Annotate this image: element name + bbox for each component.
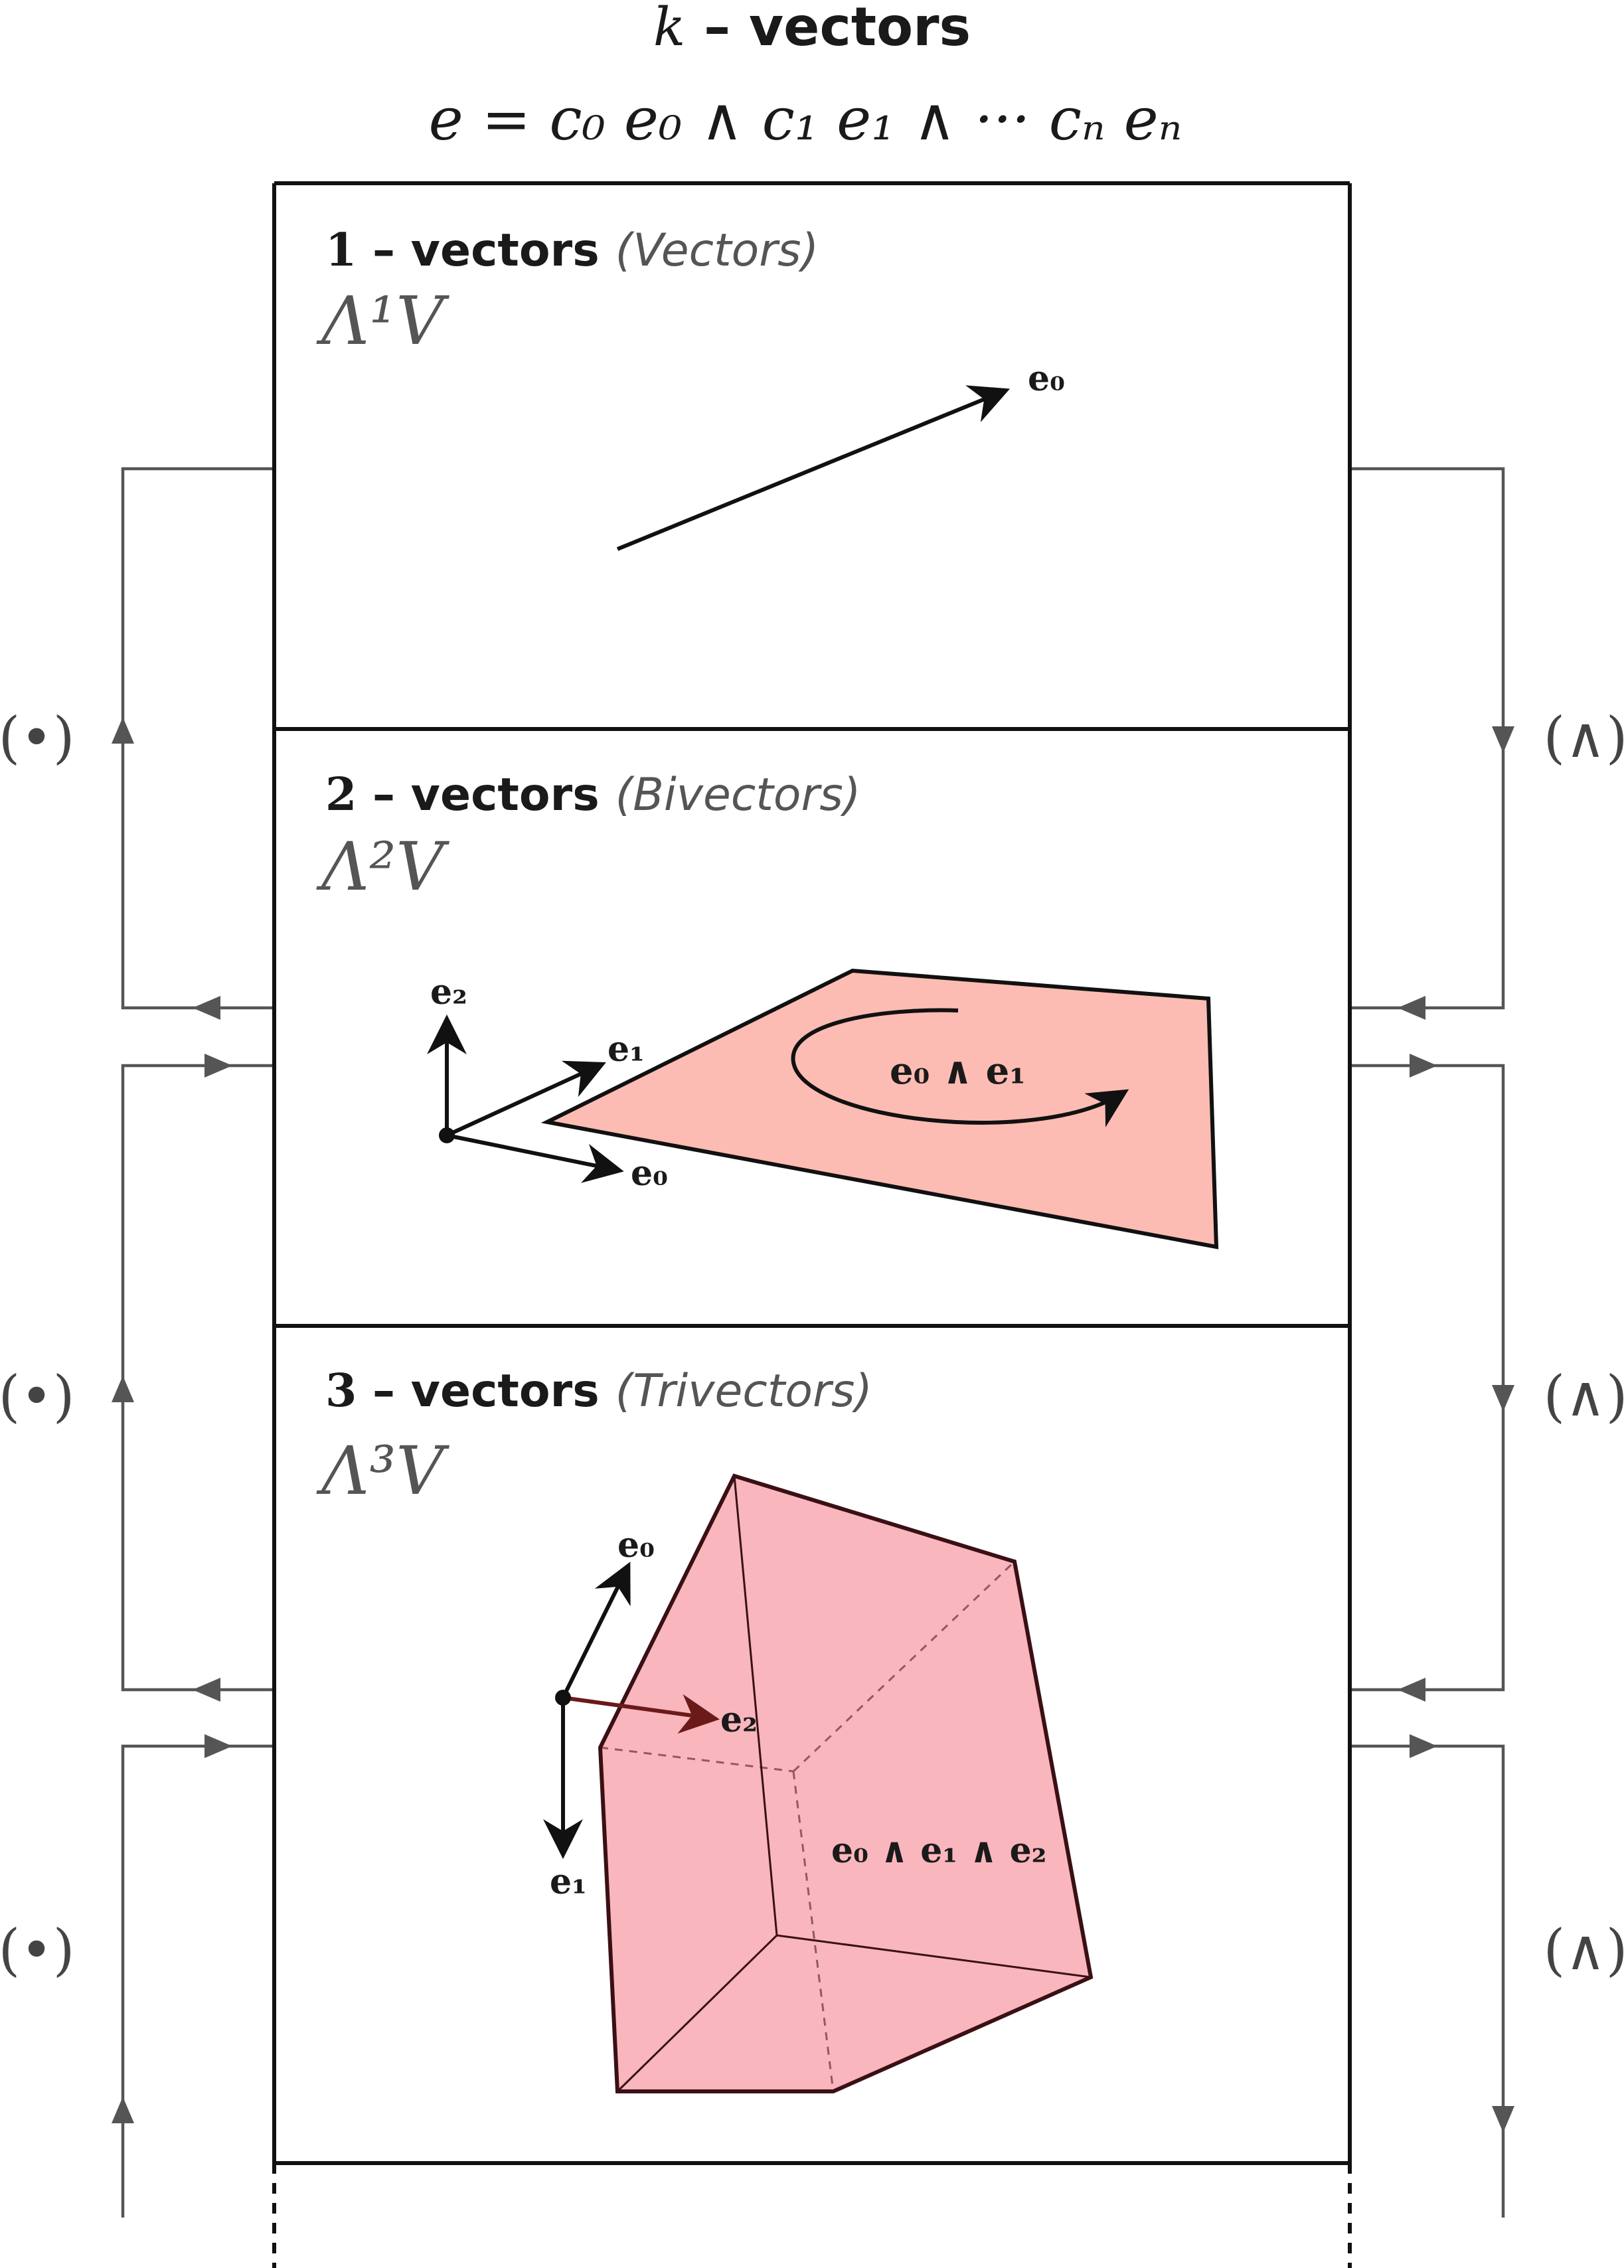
left-operator-label-1: (•) [0,705,75,770]
panel-1-space: Λ¹V [316,282,449,360]
panel-3-grade: 3 [325,1364,357,1418]
header-title-rest: – vectors [685,0,971,58]
trivector-volume [598,1473,1094,2093]
grade-stack-box [272,181,1352,2268]
header-title: k – vectors [653,0,971,58]
panel-3-heading: 3 – vectors (Trivectors) [325,1364,872,1418]
panel-3-space: Λ³V [316,1432,449,1510]
header-title-k: k [653,0,685,58]
panel-3-e0-arrow [561,1562,631,1699]
panel-2-origin-point [439,1127,455,1143]
right-flow-left-arrow-2 [1398,1678,1425,1702]
left-flow-left-arrow-2 [193,1678,220,1702]
panel-1-e0-label: e₀ [1028,359,1065,399]
right-flow-network [1350,467,1514,2218]
panel-2-bivectors: 2 – vectors (Bivectors) Λ²V e₀ ∧ e₁ e₂ e₁… [316,768,1219,1250]
left-operator-label-2: (•) [0,1364,75,1429]
panel-3-name: (Trivectors) [615,1365,872,1418]
panel-2-e0-arrow [446,1133,624,1183]
left-operator-label-3: (•) [0,1917,75,1983]
panel-3-trivectors: 3 – vectors (Trivectors) Λ³V e₀ ∧ e₁ ∧ e₂… [316,1364,1094,2093]
panel-1-e0-arrow [616,385,1011,551]
bivector-label: e₀ ∧ e₁ [890,1049,1026,1093]
left-flow-up-arrow-2 [112,1376,134,1402]
panel-1-grade: 1 [325,224,357,277]
panel-2-grade: 2 [325,768,357,821]
panel-3-e2-arrow [562,1694,720,1734]
panel-1-vectors: 1 – vectors (Vectors) Λ¹V e₀ [316,224,1065,551]
right-flow-left-arrow-1 [1398,996,1425,1020]
left-flow-left-arrow-1 [193,996,220,1020]
trivector-label: e₀ ∧ e₁ ∧ e₂ [831,1830,1046,1871]
right-operator-label-1: (∧) [1543,705,1624,770]
bivector-orientation-arrow [791,1008,1129,1127]
right-flow-down-arrow-2 [1492,1385,1514,1412]
right-flow-down-arrow-1 [1492,726,1514,753]
left-flow-up-arrow-3 [112,2097,134,2123]
left-flow-up-arrow-1 [112,717,134,744]
header-formula: e = c₀ e₀ ∧ c₁ e₁ ∧ ··· cₙ eₙ [429,85,1182,153]
panel-1-heading: 1 – vectors (Vectors) [325,224,819,277]
panel-2-e2-label: e₂ [430,972,467,1012]
panel-2-space: Λ²V [316,828,449,906]
panel-3-e1-label: e₁ [550,1862,587,1902]
right-flow-right-arrow-2 [1410,1734,1437,1758]
left-flow-right-arrow-1 [204,1054,232,1078]
panel-3-origin-point [555,1690,571,1706]
left-flow-network [112,467,274,2218]
panel-2-e1-label: e₁ [608,1029,645,1070]
panel-2-name: (Bivectors) [615,769,861,821]
panel-2-e1-arrow [446,1060,606,1137]
panel-3-e0-label: e₀ [617,1525,655,1566]
right-operator-label-3: (∧) [1543,1917,1624,1983]
panel-2-e0-label: e₀ [631,1153,668,1194]
panel-1-name: (Vectors) [615,224,819,277]
right-flow-right-arrow-1 [1410,1054,1437,1078]
right-flow-down-arrow-3 [1492,2106,1514,2133]
panel-1-dash: – vectors [357,224,599,277]
panel-2-dash: – vectors [357,769,599,821]
left-flow-right-arrow-2 [204,1734,232,1758]
panel-3-e2-label: e₂ [720,1700,758,1740]
panel-2-heading: 2 – vectors (Bivectors) [325,768,860,821]
right-operator-label-2: (∧) [1543,1364,1624,1429]
bivector-plane [540,968,1219,1250]
panel-3-dash: – vectors [357,1365,599,1418]
